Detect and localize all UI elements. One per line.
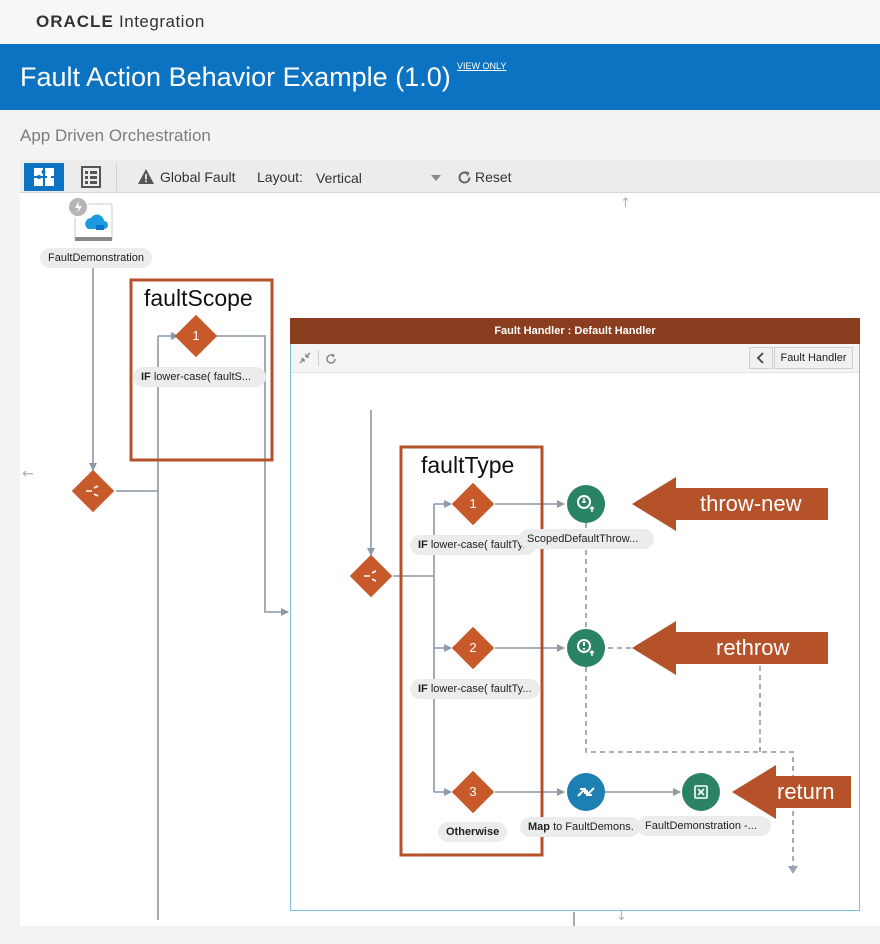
page-title: Fault Action Behavior Example (1.0) — [20, 62, 451, 92]
fault-branch-3-number: 3 — [469, 784, 477, 799]
if-keyword: IF — [418, 539, 428, 551]
throw-action-label[interactable]: ScopedDefaultThrow... — [519, 529, 654, 549]
fault-branch-2-number: 2 — [469, 640, 477, 655]
main-switch-node[interactable] — [71, 469, 115, 513]
warning-icon — [138, 169, 154, 184]
fault-branch-1-number: 1 — [469, 496, 477, 511]
map-action-label[interactable]: Map to FaultDemons. — [520, 817, 640, 837]
collapse-icon[interactable] — [299, 352, 311, 364]
global-fault-button[interactable]: Global Fault — [160, 169, 236, 185]
fault-switch-node[interactable] — [349, 554, 393, 598]
fault-type-annotation: faultType — [421, 452, 515, 478]
title-bar — [0, 44, 880, 110]
orchestration-type: App Driven Orchestration — [20, 126, 211, 145]
throw-new-fault-node[interactable] — [567, 485, 605, 523]
rethrow-fault-node[interactable] — [567, 629, 605, 667]
scope-branch-1-condition[interactable]: IF lower-case( faultS... — [133, 367, 266, 387]
top-bar — [0, 0, 880, 44]
scope-branch-1-number: 1 — [192, 328, 200, 343]
map-node[interactable] — [567, 773, 605, 811]
return-node[interactable] — [682, 773, 720, 811]
condition-text: lower-case( faultTy... — [430, 683, 532, 695]
trigger-node[interactable] — [67, 196, 113, 241]
list-view-icon[interactable] — [71, 163, 111, 191]
rethrow-annotation: rethrow — [716, 635, 790, 660]
reset-button[interactable]: Reset — [475, 169, 512, 185]
condition-text: lower-case( faultTy... — [430, 539, 532, 551]
fh-toolbar-divider — [318, 350, 319, 366]
return-action-label[interactable]: FaultDemonstration -... — [637, 816, 771, 836]
fault-handler-title: Fault Handler : Default Handler — [290, 318, 860, 344]
trigger-label[interactable]: FaultDemonstration — [40, 248, 152, 268]
back-button[interactable] — [749, 347, 773, 369]
chevron-left-icon — [756, 352, 764, 364]
fault-type-highlight — [399, 445, 544, 857]
svg-text:↑: ↑ — [620, 196, 631, 211]
reset-icon[interactable] — [456, 169, 473, 186]
map-keyword: Map — [528, 821, 550, 833]
condition-text: lower-case( faultS... — [153, 371, 252, 383]
if-keyword: IF — [141, 371, 151, 383]
rethrow-arrow — [632, 621, 828, 675]
throw-new-annotation: throw-new — [700, 491, 802, 516]
fault-branch-2-condition[interactable]: IF lower-case( faultTy... — [410, 679, 540, 699]
refresh-icon[interactable] — [325, 353, 337, 365]
view-only-badge: VIEW ONLY — [457, 61, 507, 71]
product-name: Integration — [119, 12, 205, 31]
scope-branch-1-node[interactable] — [174, 314, 218, 358]
toolbar-divider — [116, 163, 117, 191]
return-arrow — [732, 765, 851, 819]
canvas-view-icon[interactable] — [24, 163, 64, 191]
map-target: to FaultDemons. — [553, 821, 634, 833]
fault-branch-3-condition[interactable]: Otherwise — [438, 822, 508, 842]
canvas-toolbar — [20, 160, 880, 193]
layout-select[interactable]: Vertical — [316, 170, 362, 186]
svg-text:←: ← — [22, 466, 34, 482]
if-keyword: IF — [418, 683, 428, 695]
oracle-logo: ORACLE Integration — [36, 12, 205, 32]
return-annotation: return — [777, 779, 835, 804]
fault-scope-annotation: faultScope — [144, 285, 253, 311]
fault-branch-1-condition[interactable]: IF lower-case( faultTy... — [410, 535, 536, 555]
brand-name: ORACLE — [36, 12, 114, 31]
fault-handler-nav-button[interactable]: Fault Handler — [774, 347, 853, 369]
fault-scope-highlight — [129, 278, 274, 462]
svg-text:↓: ↓ — [616, 909, 627, 924]
chevron-down-icon[interactable] — [430, 174, 442, 182]
layout-label: Layout: — [257, 169, 303, 185]
throw-new-arrow — [632, 477, 828, 531]
